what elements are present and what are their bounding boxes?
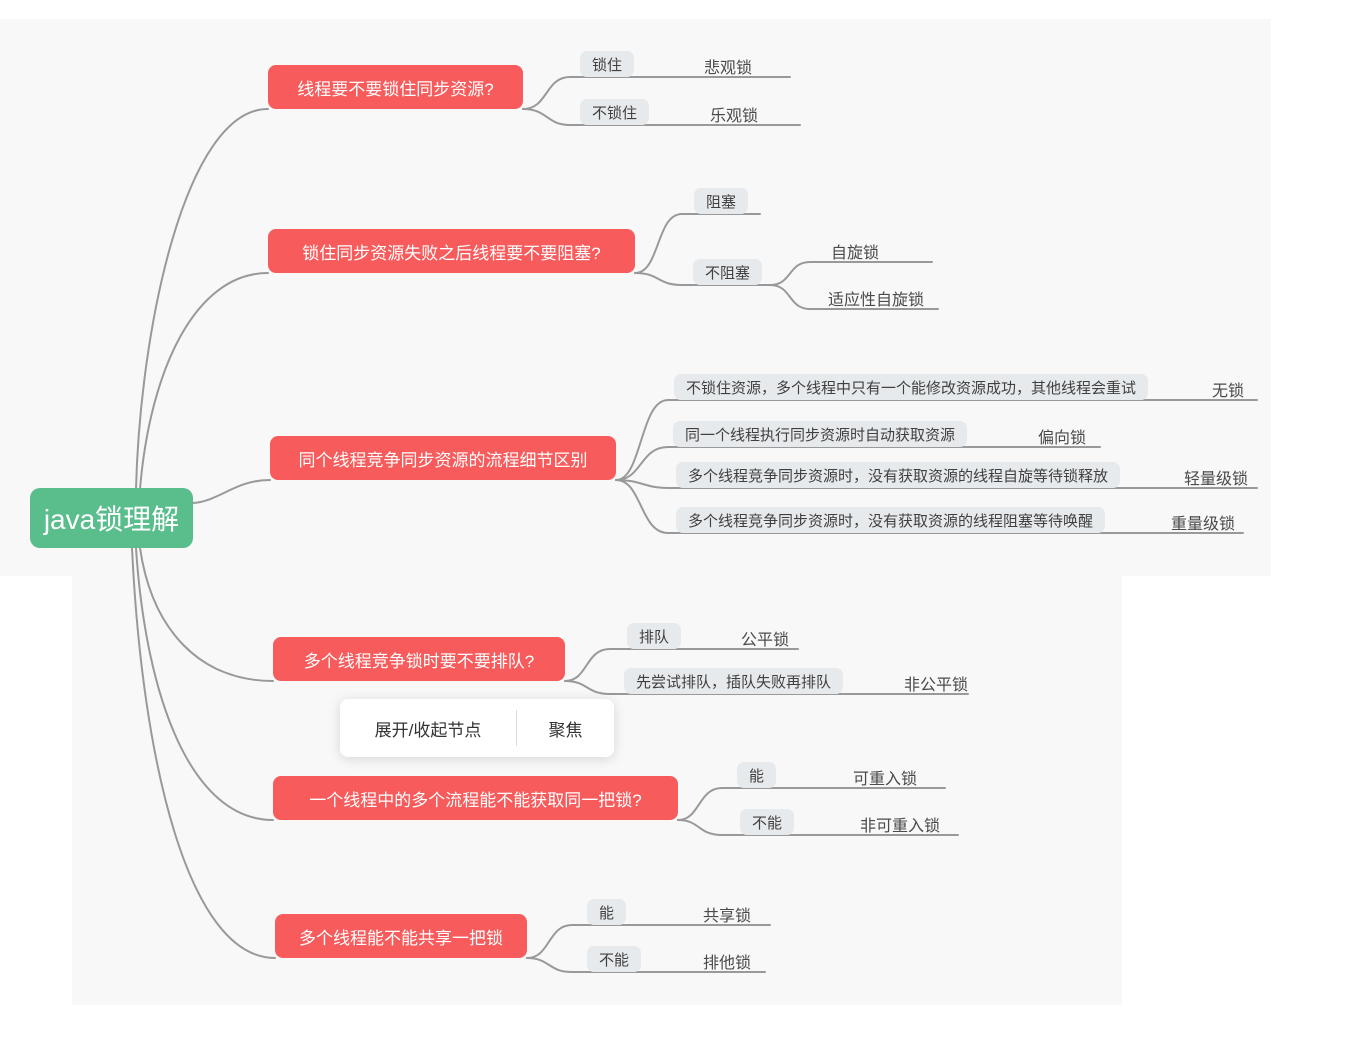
- connector-root-branch6: [131, 547, 276, 959]
- leaf-node-adaptive-spin-lock[interactable]: 适应性自旋锁: [827, 292, 925, 309]
- leaf-node-reentrant-lock[interactable]: 可重入锁: [852, 771, 918, 788]
- pill-node-lock[interactable]: 锁住: [580, 51, 635, 77]
- leaf-node-pessimistic-lock[interactable]: 悲观锁: [703, 60, 753, 77]
- connector-branch2-leaf1: [769, 261, 933, 286]
- connector-branch1-child1: [522, 76, 791, 110]
- connector-root-branch2: [139, 272, 269, 490]
- branch-node-share-or-not[interactable]: 多个线程能不能共享一把锁: [275, 914, 527, 958]
- pill-node-no-lock-retry[interactable]: 不锁住资源，多个线程中只有一个能修改资源成功，其他线程会重试: [674, 374, 1149, 400]
- menu-item-focus[interactable]: 聚焦: [548, 720, 583, 740]
- connector-root-branch3: [192, 479, 271, 504]
- leaf-node-lock-free[interactable]: 无锁: [1211, 383, 1245, 400]
- leaf-node-fair-lock[interactable]: 公平锁: [740, 632, 790, 649]
- pill-node-cannot-reenter[interactable]: 不能: [740, 809, 795, 835]
- connector-branch2-child1: [634, 213, 761, 274]
- connector-branch1-child2: [522, 108, 801, 126]
- connector-branch3-child3: [615, 479, 1258, 489]
- root-node[interactable]: java锁理解: [30, 488, 193, 548]
- pill-node-queue[interactable]: 排队: [627, 623, 682, 649]
- connector-branch6-child2: [526, 957, 766, 973]
- connector-branch6-child1: [526, 924, 771, 959]
- branch-node-contention-flow[interactable]: 同个线程竞争同步资源的流程细节区别: [270, 436, 616, 480]
- connector-branch4-child2: [564, 680, 969, 695]
- connector-branch5-child1: [677, 787, 946, 821]
- leaf-node-non-reentrant-lock[interactable]: 非可重入锁: [859, 818, 941, 835]
- connector-branch4-child1: [564, 648, 799, 682]
- leaf-node-unfair-lock[interactable]: 非公平锁: [903, 677, 969, 694]
- connector-branch2-child2: [634, 272, 771, 286]
- connector-branch3-child4: [615, 479, 1244, 534]
- menu-item-expand-collapse-node[interactable]: 展开/收起节点: [374, 720, 482, 740]
- connector-root-branch4: [139, 547, 274, 682]
- connector-branch3-child1: [615, 399, 1258, 481]
- menu-divider: [516, 710, 517, 746]
- branch-node-queue-or-not[interactable]: 多个线程竞争锁时要不要排队?: [273, 637, 565, 681]
- connector-root-branch5: [135, 547, 274, 821]
- leaf-node-biased-lock[interactable]: 偏向锁: [1037, 430, 1087, 447]
- pill-node-can-reenter[interactable]: 能: [737, 762, 777, 788]
- leaf-node-optimistic-lock[interactable]: 乐观锁: [709, 108, 759, 125]
- connector-branch2-leaf2: [769, 284, 939, 310]
- pill-node-spin-wait-release[interactable]: 多个线程竞争同步资源时，没有获取资源的线程自旋等待锁释放: [676, 462, 1121, 488]
- pill-node-no-lock[interactable]: 不锁住: [580, 99, 650, 125]
- pill-node-no-block[interactable]: 不阻塞: [693, 259, 763, 285]
- pill-node-block[interactable]: 阻塞: [694, 188, 749, 214]
- pill-node-try-cut-then-queue[interactable]: 先尝试排队，插队失败再排队: [624, 668, 844, 694]
- connector-root-branch1: [135, 108, 269, 490]
- leaf-node-spin-lock[interactable]: 自旋锁: [830, 245, 880, 262]
- branch-node-lock-or-not[interactable]: 线程要不要锁住同步资源?: [268, 65, 523, 109]
- connector-branch5-child2: [677, 819, 959, 836]
- branch-node-reentrant-or-not[interactable]: 一个线程中的多个流程能不能获取同一把锁?: [273, 776, 678, 820]
- pill-node-cannot-share[interactable]: 不能: [587, 946, 642, 972]
- pill-node-can-share[interactable]: 能: [587, 899, 627, 925]
- pill-node-block-wait-wake[interactable]: 多个线程竞争同步资源时，没有获取资源的线程阻塞等待唤醒: [676, 507, 1106, 533]
- connector-branch3-child2: [615, 446, 1101, 481]
- pill-node-same-thread-auto[interactable]: 同一个线程执行同步资源时自动获取资源: [673, 421, 968, 447]
- leaf-node-lightweight-lock[interactable]: 轻量级锁: [1183, 471, 1249, 488]
- context-menu: 展开/收起节点 聚焦: [340, 699, 614, 757]
- leaf-node-heavyweight-lock[interactable]: 重量级锁: [1170, 516, 1236, 533]
- leaf-node-exclusive-lock[interactable]: 排他锁: [702, 955, 752, 972]
- leaf-node-shared-lock[interactable]: 共享锁: [702, 908, 752, 925]
- branch-node-block-or-not[interactable]: 锁住同步资源失败之后线程要不要阻塞?: [268, 229, 635, 273]
